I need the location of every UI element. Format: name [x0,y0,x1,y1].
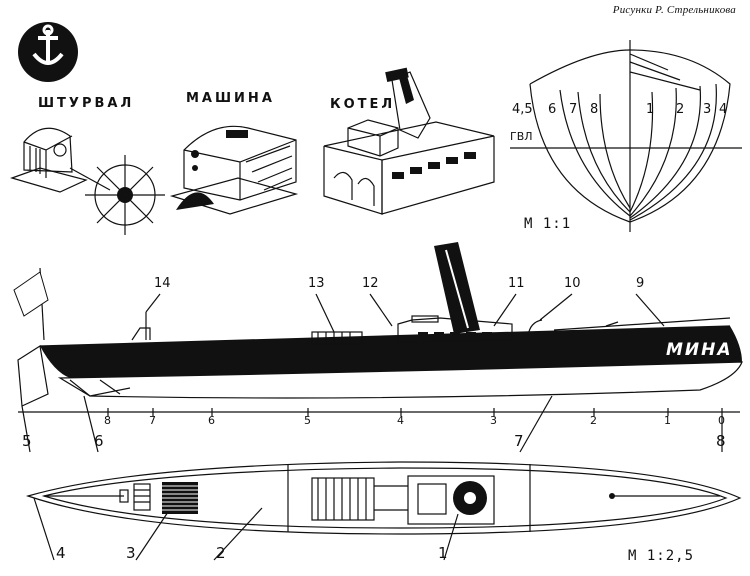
callout-6: 6 [94,432,104,450]
station-mark: 2 [590,414,597,427]
boiler-illustration [323,67,495,215]
callout-10: 10 [564,276,581,291]
station-mark: 3 [490,414,497,427]
station-label: 4,5 [512,102,533,117]
station-mark: 0 [718,414,725,427]
boiler-label: КОТЕЛ [330,97,396,112]
boat-name: МИНА [666,340,733,360]
callout-14: 14 [154,276,171,291]
callout-1: 1 [438,544,448,562]
waterline-label: ГВЛ [510,130,533,143]
callout-11: 11 [508,276,525,291]
callout-13: 13 [308,276,325,291]
engine-illustration [169,125,299,215]
callout-5: 5 [22,432,32,450]
plan-view-scale: М 1:2,5 [628,548,695,564]
callout-12: 12 [362,276,379,291]
side-view [13,242,743,453]
station-label: 1 [646,102,655,117]
plan-view [25,461,742,561]
callout-8: 8 [716,432,726,450]
station-label: 3 [703,102,712,117]
station-label: 7 [569,102,578,117]
engine-label: МАШИНА [186,91,275,106]
station-label: 4 [719,102,728,117]
body-plan-scale: М 1:1 [524,216,572,232]
station-mark: 5 [304,414,311,427]
station-label: 6 [548,102,557,117]
station-mark: 1 [664,414,671,427]
callout-9: 9 [636,276,645,291]
station-label: 2 [676,102,685,117]
station-label: 8 [590,102,599,117]
anchor-emblem [18,22,78,82]
body-plan [510,40,742,232]
callout-2: 2 [216,544,226,562]
illustration-credit: Рисунки Р. Стрельникова [612,4,736,16]
helm-label: ШТУРВАЛ [38,96,135,111]
callout-3: 3 [126,544,136,562]
callout-4: 4 [56,544,66,562]
callout-7: 7 [514,432,524,450]
station-mark: 7 [149,414,156,427]
helm-illustration [10,127,165,235]
station-mark: 4 [397,414,404,427]
station-mark: 8 [104,414,111,427]
station-mark: 6 [208,414,215,427]
